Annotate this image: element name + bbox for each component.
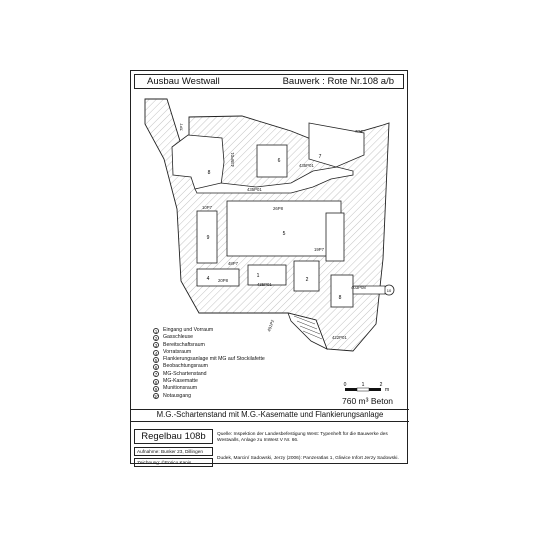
room-central [226, 200, 342, 257]
concrete-volume: 760 m³ Beton [342, 396, 394, 406]
room-number: 10 [387, 288, 392, 293]
dim-label: 435P01 [299, 163, 314, 168]
room-munition [196, 210, 218, 264]
room-number: 6 [278, 158, 281, 164]
room-top-right [308, 122, 365, 168]
dim-label: 7P7 [355, 129, 363, 134]
source-primary: Quelle: Inspektion der Landesbefestigung… [217, 432, 388, 443]
room-number: 7 [319, 154, 322, 160]
stair-steps [293, 315, 323, 340]
dim-label: 19P7 [314, 247, 325, 252]
dim-label: 20P8 [218, 278, 229, 283]
room-top-middle [256, 144, 288, 178]
dim-label: 10P7 [202, 205, 213, 210]
divider [131, 421, 409, 422]
drawing-credit: Zeichnung: ©Enrico Kanis [134, 458, 213, 467]
title-bar: Ausbau Westwall Bauwerk : Rote Nr.108 a/… [134, 74, 404, 89]
emergency-exit-tunnel [352, 285, 386, 295]
room-number: 2 [306, 277, 309, 283]
project-title: Ausbau Westwall [147, 76, 220, 87]
bunker-description: M.G.-Schartenstand mit M.G.-Kasematte un… [156, 410, 384, 419]
dim-label: 48P7 [228, 261, 239, 266]
room-right-strip [325, 212, 345, 262]
dim-label: 435P01 [230, 152, 235, 167]
dim-label: 435P01 [247, 187, 262, 192]
room-eingang [247, 264, 287, 286]
divider [131, 409, 409, 410]
regelbau-type: Regelbau 108b [134, 429, 213, 444]
dim-label: 7P7 [179, 123, 184, 131]
room-number: 8 [339, 295, 342, 301]
room-gasschleuse [293, 260, 320, 292]
source-secondary: Dudek, Marcin/ Sadowski, Jerzy (2006): P… [217, 456, 399, 461]
room-number: 5 [283, 231, 286, 237]
dim-label: 491P2 [266, 318, 275, 332]
floor-plan: 8 6 7 9 5 4 1 2 8 10 7P7 7P7 435P01 435P… [144, 98, 395, 352]
room-vorrat [196, 268, 240, 287]
room-number: 1 [257, 273, 260, 279]
bunker-number: Bauwerk : Rote Nr.108 a/b [282, 76, 394, 87]
scale-bar: 0 1 2 m [344, 382, 390, 393]
drawing-sheet: Ausbau Westwall Bauwerk : Rote Nr.108 a/… [130, 70, 409, 467]
dim-label: 26P8 [273, 206, 284, 211]
dim-label: 435P01 [257, 282, 272, 287]
scale-tick: 0 [344, 382, 347, 388]
corridor [194, 166, 354, 194]
room-number: 4 [207, 276, 210, 282]
room-number: 8 [208, 170, 211, 176]
scale-tick: 2 [380, 382, 383, 388]
room-number: 9 [207, 235, 210, 241]
dim-label: 403P08 [351, 285, 366, 290]
scale-tick: 1 [362, 382, 365, 388]
entrance-stair [287, 312, 328, 350]
room-beobachtung [330, 274, 354, 308]
dim-label: 422P01 [332, 335, 347, 340]
scale-unit: m [385, 387, 389, 393]
survey-info: Aufnahme: Bunker 23, Dillingen [134, 447, 213, 456]
